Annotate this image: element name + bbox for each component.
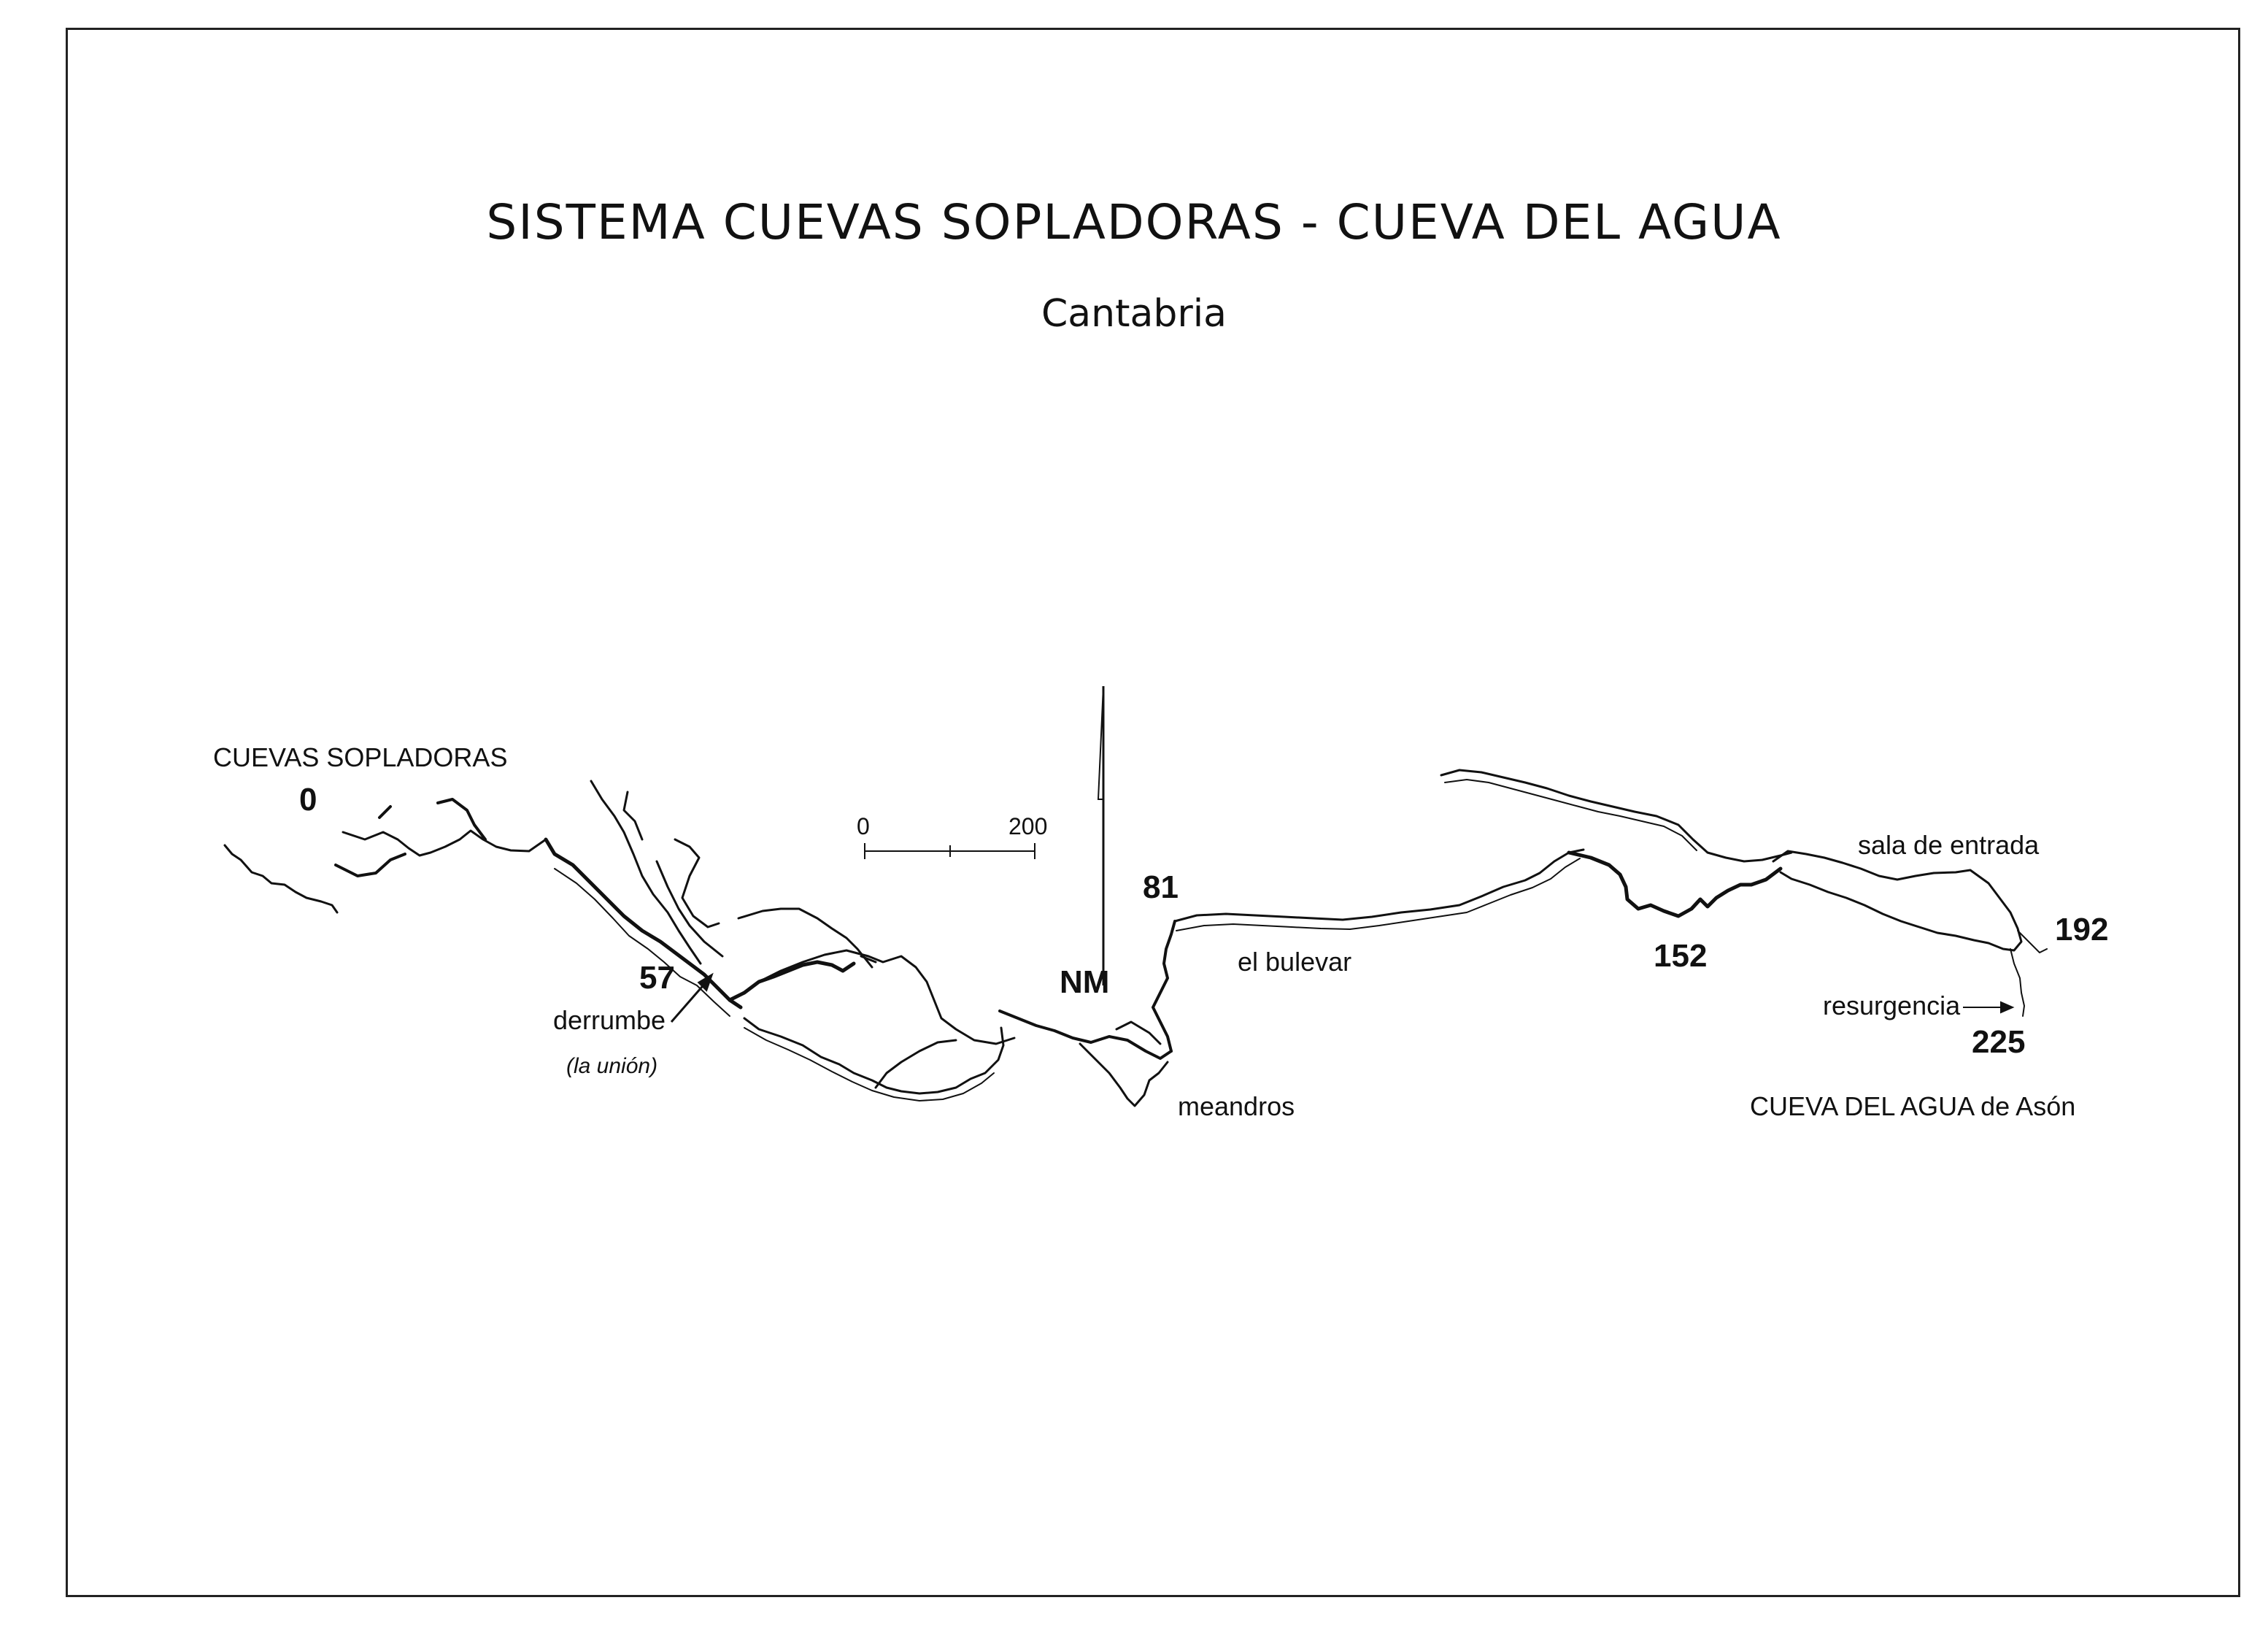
label-resurgencia: resurgencia xyxy=(1823,991,1961,1020)
passage-main-to-derrumbe xyxy=(544,837,743,1010)
map-subtitle: Cantabria xyxy=(1041,292,1227,336)
passage-east-branch-long xyxy=(757,949,1016,1045)
label-el-bulevar: el bulevar xyxy=(1238,947,1352,977)
passage-el-bulevar xyxy=(1173,848,1585,923)
passage-sala-de-entrada xyxy=(1772,850,2023,952)
depth-label-225: 225 xyxy=(1972,1024,2026,1060)
passage-meandros-loop xyxy=(1079,1020,1169,1107)
depth-label-81: 81 xyxy=(1143,869,1179,905)
label-la-union: (la unión) xyxy=(566,1054,658,1078)
passage-sopladoras-loop xyxy=(334,798,487,877)
passage-resurgencia xyxy=(2010,948,2025,1017)
passage-sopladoras-entrance xyxy=(342,829,547,857)
label-cueva-del-agua: CUEVA DEL AGUA de Asón xyxy=(1750,1091,2076,1121)
resurgencia-arrow xyxy=(1963,1001,2015,1014)
passage-south-loop xyxy=(743,1017,1005,1095)
scale-bar-end-label: 200 xyxy=(1008,813,1048,839)
depth-label-192: 192 xyxy=(2055,912,2109,947)
depth-label-57: 57 xyxy=(639,960,675,996)
passage-main-parallel xyxy=(554,868,730,1017)
scale-bar xyxy=(864,843,1035,859)
depth-label-0: 0 xyxy=(299,782,317,818)
passage-north-branch-1 xyxy=(590,780,702,965)
passage-to-meandros xyxy=(998,1010,1173,1060)
passage-north-branch-3 xyxy=(655,860,724,958)
passage-rise-to-81 xyxy=(1152,920,1176,1053)
passage-east-of-union xyxy=(728,960,856,1002)
scale-bar-start-label: 0 xyxy=(857,813,870,839)
derrumbe-arrow xyxy=(670,972,714,1023)
passage-east-branch-upper xyxy=(737,907,877,969)
depth-label-152: 152 xyxy=(1654,938,1708,974)
passage-to-192 xyxy=(2017,930,2048,953)
label-sala-de-entrada: sala de entrada xyxy=(1858,830,2040,860)
map-frame xyxy=(66,28,2240,1597)
passage-north-branch-2 xyxy=(622,791,720,928)
passage-west-tail xyxy=(223,844,339,914)
map-title: SISTEMA CUEVAS SOPLADORAS - CUEVA DEL AG… xyxy=(486,194,1782,250)
label-meandros: meandros xyxy=(1178,1091,1295,1121)
label-north-magnetic: NM xyxy=(1060,964,1110,1000)
label-derrumbe: derrumbe xyxy=(553,1005,666,1035)
passage-central-cross xyxy=(874,1039,957,1089)
label-cuevas-sopladoras: CUEVAS SOPLADORAS xyxy=(213,742,508,772)
passage-el-bulevar-parallel xyxy=(1176,858,1581,931)
passage-north-east-gallery xyxy=(1440,769,1793,863)
passage-south-loop-inner xyxy=(744,1027,995,1101)
passage-north-east-parallel xyxy=(1444,779,1697,851)
passage-to-152 xyxy=(1567,850,1783,918)
north-arrow xyxy=(1097,685,1105,985)
